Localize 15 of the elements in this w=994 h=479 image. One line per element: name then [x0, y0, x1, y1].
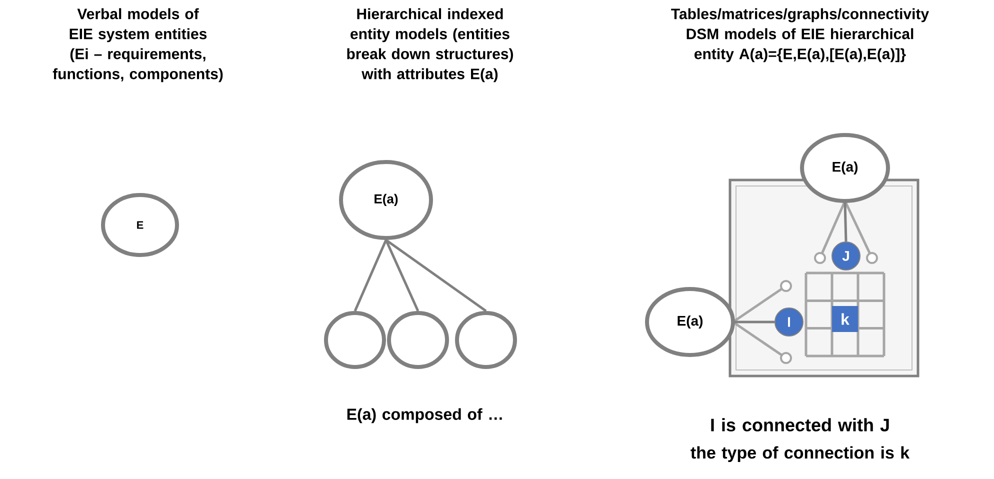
column-heading: Hierarchical indexed entity models (entities break down structures) with attributes E(a) [347, 8, 513, 82]
entity-ellipse [324, 311, 386, 369]
column-heading: Verbal models of EIE system entities (Ei – requirements, functions, components) [52, 8, 223, 82]
connector-line [735, 320, 774, 324]
connector-line [354, 240, 388, 312]
entity-ellipse [387, 311, 449, 369]
column-heading: Tables/matrices/graphs/connectivity DSM models of EIE hierarchical entity A(a)={E,E(a),[E(a),E(a)]} [671, 8, 929, 62]
caption-text: the type of connection is k [690, 446, 910, 462]
caption-text: I is connected with J [711, 418, 889, 432]
type-square: k [832, 306, 858, 332]
connector-line [844, 202, 848, 242]
connector-line [385, 238, 487, 312]
entity-ellipse [455, 311, 517, 369]
connector-line [384, 239, 420, 312]
caption-text: E(a) composed of … [347, 408, 502, 424]
